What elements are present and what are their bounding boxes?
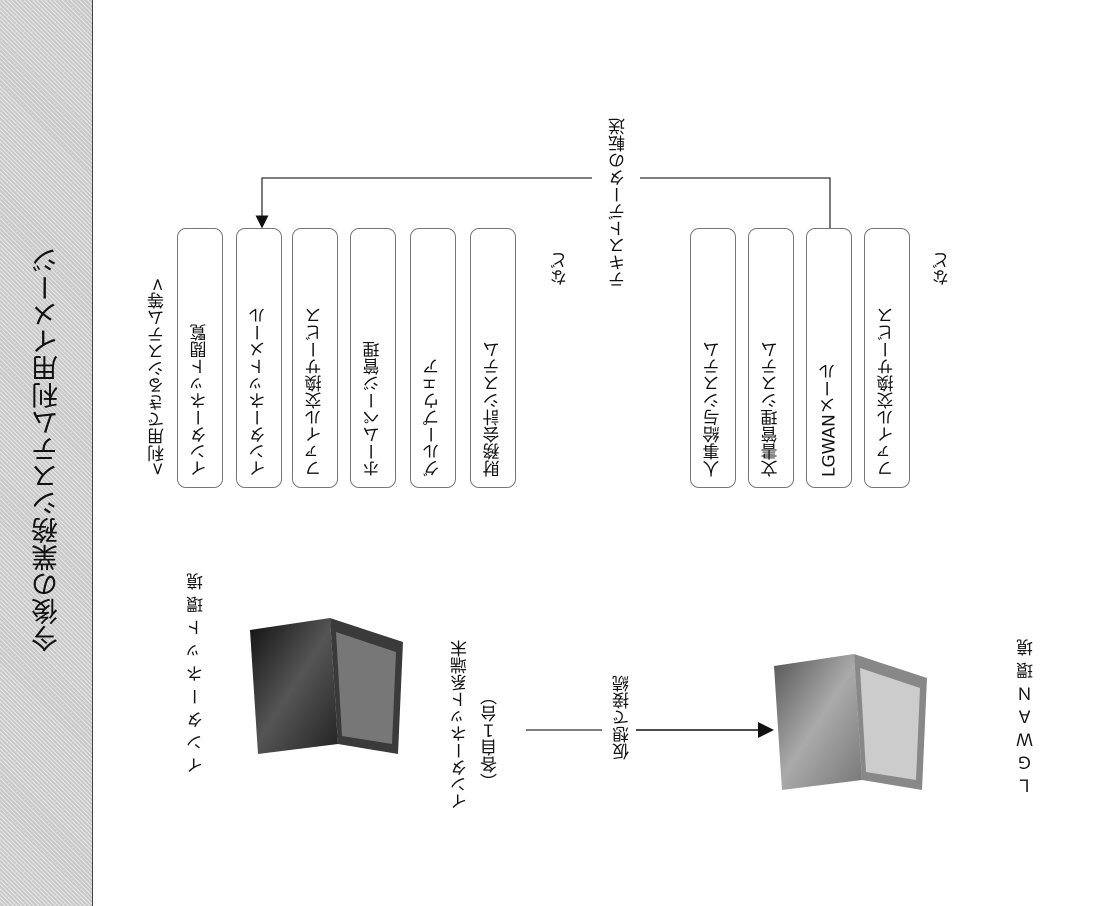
system-box-label: LGWANメール bbox=[817, 239, 842, 477]
system-box-lgwan-file-exchange: ファイル交換サービス bbox=[864, 228, 910, 488]
system-box-label: 財務会計システム bbox=[481, 239, 506, 477]
system-box-file-exchange: ファイル交換サービス bbox=[292, 228, 338, 488]
system-box-document-management: 文書管理システム bbox=[748, 228, 794, 488]
system-box-internet-mail: インターネットメール bbox=[236, 228, 282, 488]
transfer-arrow bbox=[640, 178, 830, 228]
internet-env-label: インターネット環境 bbox=[184, 584, 209, 774]
lgwan-laptop-icon bbox=[762, 648, 934, 796]
system-box-label: ファイル交換サービス bbox=[303, 239, 328, 477]
system-box-label: グループウェア bbox=[421, 239, 446, 477]
system-box-label: ファイル交換サービス bbox=[875, 239, 900, 477]
system-box-label: インターネットメール bbox=[247, 239, 272, 477]
lgwan-env-label: ＬＧＷＡＮ環境 bbox=[1014, 614, 1039, 794]
internet-laptop-icon bbox=[238, 612, 410, 760]
system-box-accounting: 財務会計システム bbox=[470, 228, 516, 488]
transfer-arrow-head-segment bbox=[262, 178, 592, 222]
terminal-label-line2: （各自１台） bbox=[478, 660, 503, 790]
internet-systems-suffix: など bbox=[548, 236, 573, 286]
systems-header: <利用できるシステム等> bbox=[145, 236, 170, 476]
system-box-label: ホームページ管理 bbox=[361, 239, 386, 477]
system-box-groupware: グループウェア bbox=[410, 228, 456, 488]
terminal-label-line1: インターネット系端末 bbox=[448, 640, 473, 810]
system-box-homepage: ホームページ管理 bbox=[350, 228, 396, 488]
system-box-label: インターネット閲覧 bbox=[188, 239, 213, 477]
system-box-label: 人事給与システム bbox=[701, 239, 726, 477]
system-box-internet-browsing: インターネット閲覧 bbox=[177, 228, 223, 488]
system-box-label: 文書管理システム bbox=[759, 239, 784, 477]
lgwan-systems-suffix: など bbox=[930, 236, 955, 286]
transfer-label: テキストデータの転送 bbox=[606, 88, 631, 288]
virtual-connection-label: 仮想で接続 bbox=[610, 660, 635, 760]
system-box-lgwan-mail: LGWANメール bbox=[806, 228, 852, 488]
system-box-payroll: 人事給与システム bbox=[690, 228, 736, 488]
